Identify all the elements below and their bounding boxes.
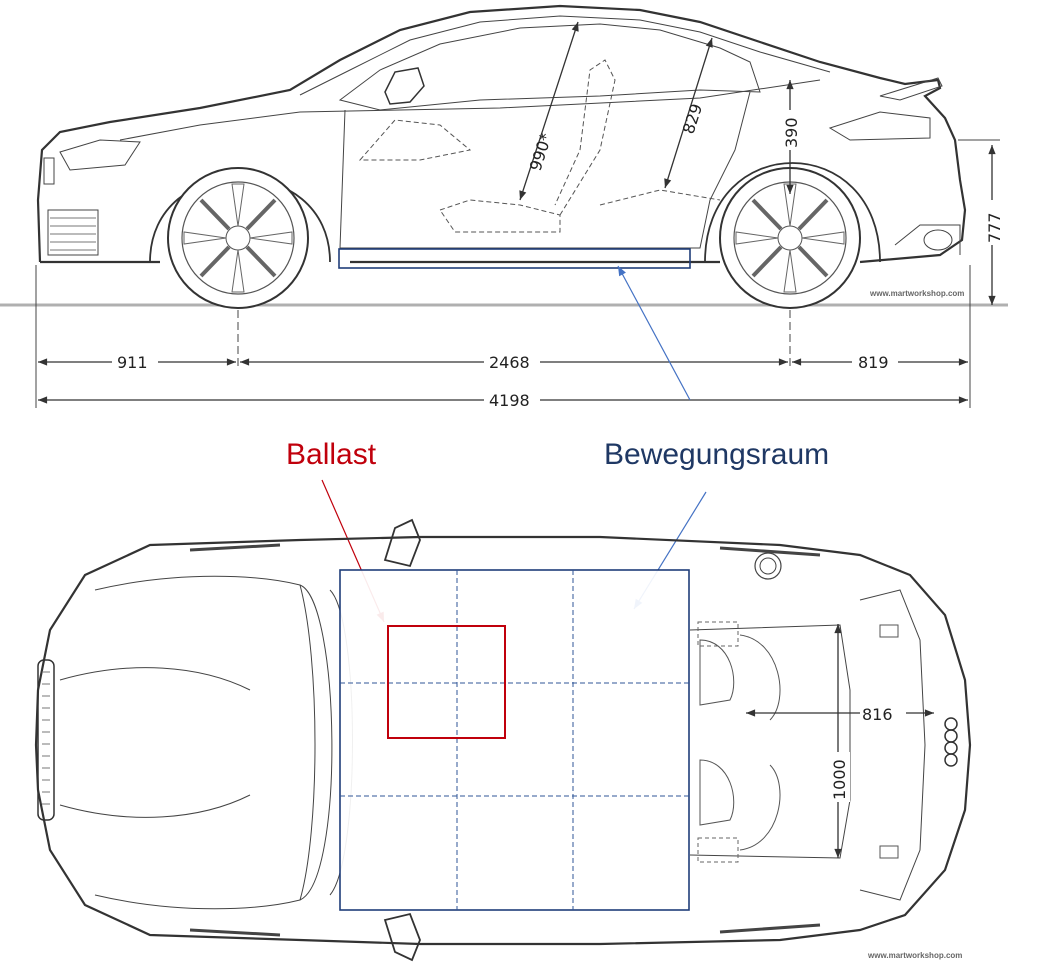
hood-outline: [94, 575, 316, 910]
height-label-bg: [982, 200, 1004, 245]
grille-slats: [50, 217, 96, 251]
top-view: 816 1000 www.martworkshop.com: [34, 518, 972, 962]
rear-diffuser: [894, 224, 961, 255]
front-grille: [47, 209, 99, 256]
front-wheel: [167, 167, 309, 309]
top-grille-slats: [42, 671, 50, 805]
front-overhang-bg: [112, 350, 158, 372]
exhaust-pipe: [923, 229, 953, 251]
ballast-label: Ballast: [286, 438, 377, 471]
front-emblem: [43, 157, 55, 185]
rear-wheel: [719, 167, 861, 309]
rear-seat: [599, 189, 721, 206]
ballast-box: [387, 625, 506, 739]
movement-space-side-pointer: [617, 265, 691, 401]
side-watermark: www.martworkshop.com: [869, 289, 964, 298]
left-mirror: [383, 518, 421, 568]
rear-seat-dashed-top: [697, 621, 739, 647]
side-window: [338, 23, 761, 111]
rear-detail-bottom: [879, 845, 899, 859]
total-length-label: 4198: [489, 391, 530, 410]
rear-deck: [859, 589, 926, 901]
movement-space-top: [339, 569, 690, 911]
top-wheel-hints: [189, 543, 821, 937]
side-mirror: [384, 67, 425, 105]
rear-seat-backs: [739, 634, 781, 851]
taillight: [828, 111, 931, 141]
headroom-front-arrow: [519, 21, 579, 201]
rear-seat-cushions: [699, 639, 735, 826]
movement-space-label: Bewegungsraum: [604, 438, 829, 471]
trunk-height-label-bg: [780, 110, 800, 150]
interior-length-bg: [826, 752, 850, 802]
length-dimensions: 911 2468 819 4198: [35, 265, 971, 410]
belt-line: [119, 79, 821, 141]
wheelbase-bg: [484, 350, 540, 372]
interior-length-label: 1000: [830, 759, 849, 800]
door-outline: [339, 91, 751, 249]
movement-space-side: [338, 248, 691, 269]
rear-cabin: [689, 624, 851, 859]
total-length-bg: [484, 388, 540, 410]
headlight: [59, 139, 141, 171]
fuel-cap: [754, 552, 782, 580]
right-mirror: [383, 912, 421, 962]
top-body-outline: [34, 535, 972, 946]
fuel-cap-inner: [759, 557, 777, 575]
height-label: 777: [985, 212, 1004, 243]
rear-overhang-label: 819: [858, 353, 889, 372]
rear-spoiler: [879, 77, 943, 101]
top-watermark: www.martworkshop.com: [867, 951, 962, 960]
movement-space-box: [339, 569, 690, 911]
rear-seat-dashed-bottom: [697, 837, 739, 863]
hood-creases: [59, 667, 251, 818]
roof-line: [299, 15, 831, 96]
headroom-rear-label: 829: [679, 101, 707, 136]
interior-width-label: 816: [862, 705, 893, 724]
side-body-outline: [36, 4, 967, 264]
front-overhang-label: 911: [117, 353, 148, 372]
side-view: 990* 829 390 777 www.martworkshop.com: [0, 4, 1008, 309]
headroom-rear-arrow: [664, 37, 713, 189]
wheelbase-label: 2468: [489, 353, 530, 372]
front-seat: [439, 59, 616, 233]
steering-area: [358, 119, 472, 161]
rear-detail-top: [879, 624, 899, 638]
trunk-height-label: 390: [782, 117, 801, 148]
rear-overhang-bg: [852, 350, 898, 372]
top-grille: [37, 659, 55, 821]
rear-emblem: [944, 717, 958, 767]
headroom-front-label: 990*: [526, 131, 556, 174]
interior-width-bg: [860, 702, 906, 724]
